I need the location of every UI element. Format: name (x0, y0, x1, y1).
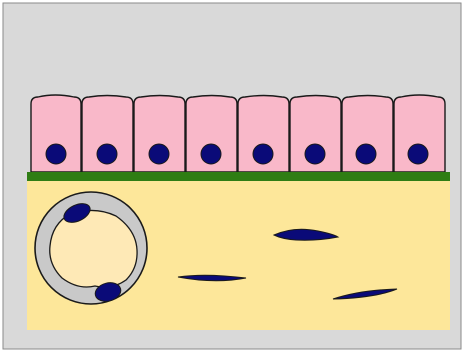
fibroblast-nucleus (332, 288, 398, 300)
nucleus (407, 143, 429, 165)
epithelial-nuclei (45, 143, 429, 165)
basement-membrane (27, 172, 450, 181)
epithelial-cell (81, 94, 134, 173)
capillary-lumen (49, 209, 138, 288)
epithelial-cell (185, 94, 238, 173)
nucleus (45, 143, 67, 165)
epithelial-cell (393, 94, 446, 173)
epithelial-cell (341, 94, 394, 173)
fibroblasts (177, 228, 398, 300)
endothelial-nucleus (94, 282, 122, 302)
epithelial-cell (237, 94, 290, 173)
simple-cuboidal-epithelium (30, 94, 446, 173)
epithelial-cell (30, 94, 82, 173)
epithelial-cell (133, 94, 186, 173)
nucleus (304, 143, 326, 165)
nucleus (200, 143, 222, 165)
nucleus (252, 143, 274, 165)
nucleus (96, 143, 118, 165)
nucleus (355, 143, 377, 165)
nucleus (148, 143, 170, 165)
capillary (34, 191, 148, 305)
endothelial-nucleus (63, 203, 91, 223)
fibroblast-nucleus (177, 274, 247, 282)
fibroblast-nucleus (272, 228, 340, 241)
epithelial-cell (289, 94, 342, 173)
